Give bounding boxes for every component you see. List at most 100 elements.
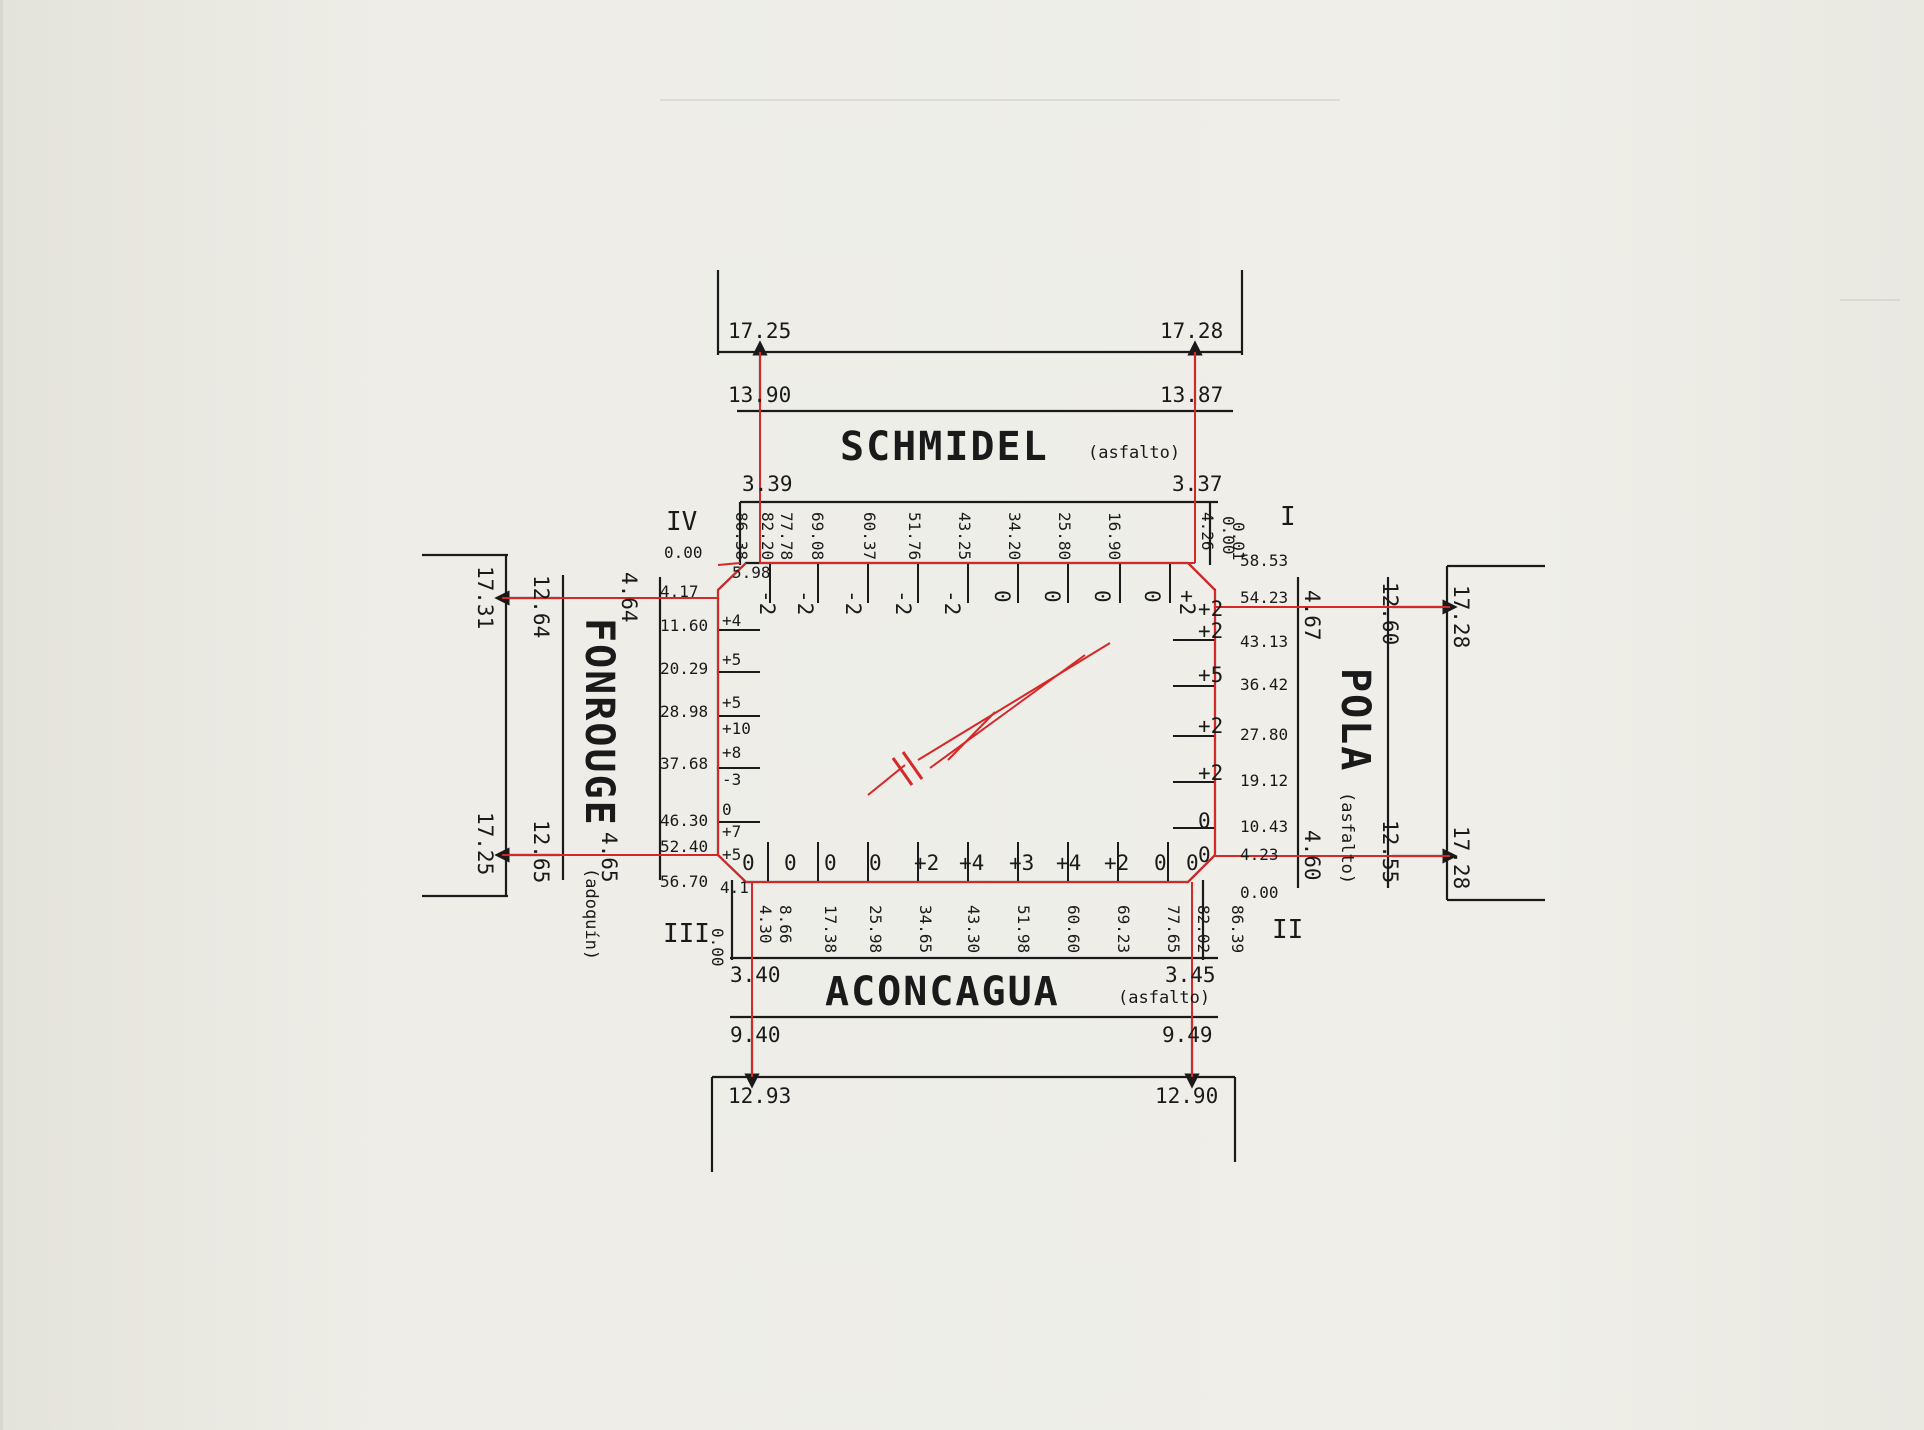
bottom-offset-label: 0 <box>869 851 882 875</box>
left-station-label: 37.68 <box>660 754 708 773</box>
right-offset-label: 0 <box>1198 843 1211 867</box>
right-offset-label: 0 <box>1198 809 1211 833</box>
bottom-station-label: 51.98 <box>1014 905 1033 953</box>
bottom-station-label: 82.02 <box>1194 905 1213 953</box>
bottom-station-label: 4.30 <box>756 905 775 944</box>
bottom-station-label: 17.38 <box>821 905 840 953</box>
bottom-outer-right-level: 12.90 <box>1155 1084 1218 1108</box>
right-station-label: 27.80 <box>1240 725 1288 744</box>
street-left-note: (adoquín) <box>581 868 601 960</box>
right-station-label: 43.13 <box>1240 632 1288 651</box>
left-offset-label: +5 <box>722 650 741 669</box>
corner-ii-zero: 0.00 <box>1240 883 1279 902</box>
left-station-label: 28.98 <box>660 702 708 721</box>
right-offset-label: +5 <box>1198 663 1223 687</box>
right-station-label: 54.23 <box>1240 588 1288 607</box>
bottom-offset-label: +3 <box>1009 851 1034 875</box>
top-station-label: 34.20 <box>1005 512 1024 560</box>
street-right-note: (asfalto) <box>1337 792 1357 884</box>
right-station-label: 19.12 <box>1240 771 1288 790</box>
bottom-station-label: 60.60 <box>1064 905 1083 953</box>
corner-label-ii: II <box>1272 915 1303 945</box>
right-outer-top-level: 17.28 <box>1449 585 1473 648</box>
left-station-label: 20.29 <box>660 659 708 678</box>
top-offset-label: +2 <box>1175 590 1199 615</box>
top-offset-label: -2 <box>841 590 865 615</box>
left-offset-label: +5 <box>722 693 741 712</box>
left-outer-top-level: 17.31 <box>473 566 497 629</box>
bottom-station-label: 86.39 <box>1228 905 1247 953</box>
red-top <box>759 352 1195 564</box>
left-station-label: 11.60 <box>660 616 708 635</box>
bottom-offset-label: 0 <box>1154 851 1167 875</box>
corner-i-zero: 0.00 <box>1219 516 1238 555</box>
street-bottom-note: (asfalto) <box>1118 988 1210 1008</box>
left-mid-bottom-level: 12.65 <box>529 820 553 883</box>
right-station-label: 36.42 <box>1240 675 1288 694</box>
corner-iv-zero: 0.00 <box>664 543 703 562</box>
red-block <box>717 562 1216 883</box>
left-inner-bottom-level: 4.65 <box>597 832 621 883</box>
right-offset-label: +2 <box>1198 619 1223 643</box>
street-top-note: (asfalto) <box>1088 443 1180 463</box>
top-offset-label: 0 <box>1090 590 1114 603</box>
right-mid-bottom-level: 12.55 <box>1378 820 1402 883</box>
bottom-offset-label: 0 <box>742 851 755 875</box>
street-top-name: SCHMIDEL <box>840 424 1049 470</box>
right-station-label: 58.53 <box>1240 551 1288 570</box>
left-inner-top-level: 4.64 <box>617 572 641 623</box>
left-station-label: 56.70 <box>660 872 708 891</box>
right-offset-label: +2 <box>1198 761 1223 785</box>
bottom-outer-left-level: 12.93 <box>728 1084 791 1108</box>
bottom-station-label: 77.65 <box>1164 905 1183 953</box>
top-station-label: 25.80 <box>1055 512 1074 560</box>
top-station-label: 60.37 <box>860 512 879 560</box>
street-left-name: FONROUGE <box>576 618 622 827</box>
left-offset-label: +10 <box>722 719 751 738</box>
top-offset-label: 0 <box>1040 590 1064 603</box>
top-station-label: 43.25 <box>955 512 974 560</box>
top-station-label: 16.90 <box>1105 512 1124 560</box>
bottom-station-label: 69.23 <box>1114 905 1133 953</box>
left-mid-top-level: 12.64 <box>529 575 553 638</box>
right-offset-label: +2 <box>1198 597 1223 621</box>
bottom-mid-left-level: 9.40 <box>730 1023 781 1047</box>
top-station-label: 4.26 <box>1198 512 1217 551</box>
top-station-label: 51.76 <box>905 512 924 560</box>
bottom-mid-right-level: 9.49 <box>1162 1023 1213 1047</box>
left-station-label: 52.40 <box>660 837 708 856</box>
top-offset-label: -2 <box>755 590 779 615</box>
top-outer-left-level: 17.25 <box>728 319 791 343</box>
right-inner-bottom-level: 4.60 <box>1300 830 1324 881</box>
top-station-label: 77.78 <box>777 512 796 560</box>
corner-label-iii: III <box>663 919 710 949</box>
top-offset-label: 0 <box>1140 590 1164 603</box>
top-offset-label: 0 <box>990 590 1014 603</box>
north-arrow-tail <box>891 757 914 786</box>
corner-iii-zero: 0.00 <box>708 928 727 967</box>
red-lines <box>502 352 1450 1077</box>
corner-label-i: I <box>1280 502 1296 532</box>
top-offset-label: -2 <box>891 590 915 615</box>
right-station-label: 4.23 <box>1240 845 1279 864</box>
corner-iii-offset: 4.1 <box>720 878 749 897</box>
right-offset-label: +2 <box>1198 714 1223 738</box>
top-mid-left-level: 13.90 <box>728 383 791 407</box>
labels: SCHMIDEL (asfalto) ACONCAGUA (asfalto) F… <box>473 319 1473 1108</box>
street-bottom-name: ACONCAGUA <box>825 969 1060 1015</box>
bottom-offset-label: +2 <box>1104 851 1129 875</box>
left-offset-label: -3 <box>722 770 741 789</box>
top-station-label: 86.38 <box>732 512 751 560</box>
bottom-offset-label: +2 <box>914 851 939 875</box>
street-right-name: POLA <box>1332 668 1378 772</box>
bottom-offset-label: +4 <box>1056 851 1081 875</box>
top-outer-right-level: 17.28 <box>1160 319 1223 343</box>
edge-ticks <box>718 563 1215 882</box>
top-mid-right-level: 13.87 <box>1160 383 1223 407</box>
bottom-inner-right-level: 3.45 <box>1165 963 1216 987</box>
left-outer-bottom-level: 17.25 <box>473 812 497 875</box>
left-offset-label: +8 <box>722 743 741 762</box>
